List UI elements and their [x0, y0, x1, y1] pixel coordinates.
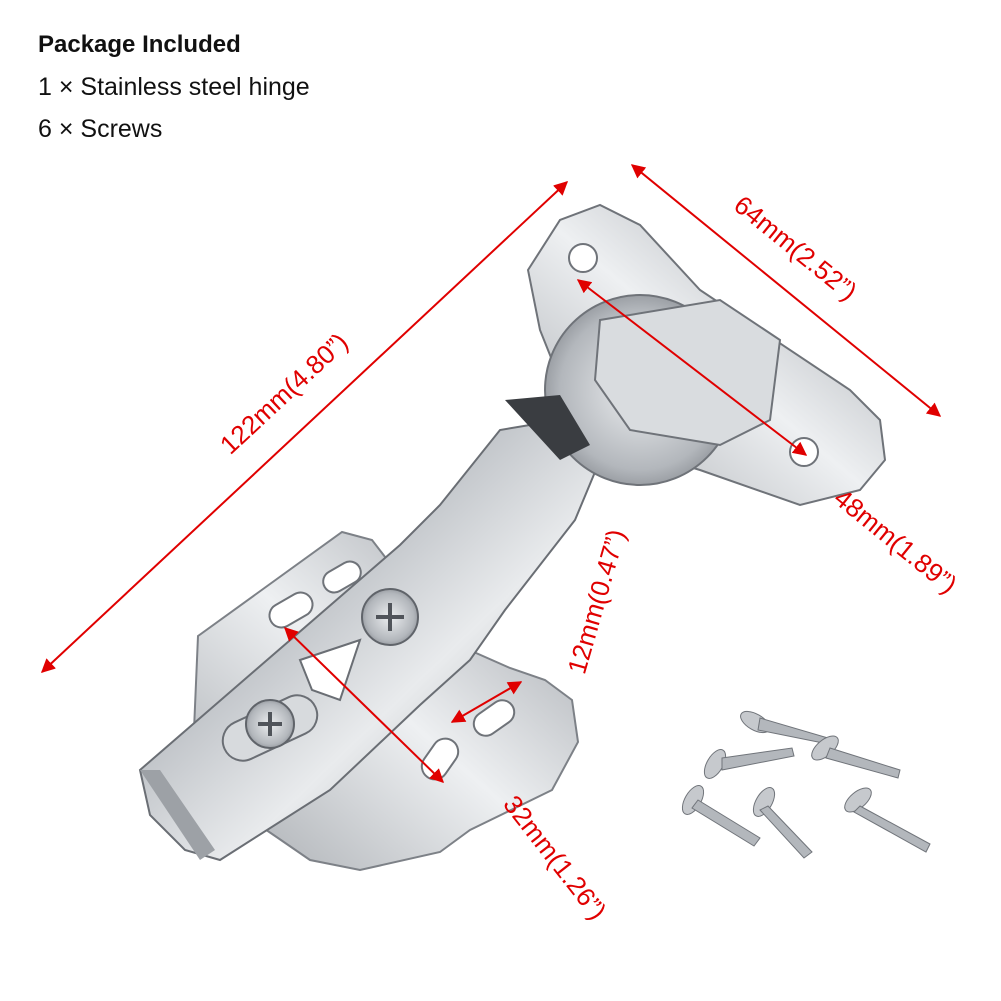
screws-set: [681, 710, 931, 859]
dim-label-length: 122mm(4.80”): [214, 327, 354, 460]
dimension-lines: [40, 164, 942, 783]
screw-icon: [811, 735, 901, 779]
dim-label-plate-holes: 32mm(1.26”): [497, 790, 612, 926]
screw-icon: [844, 787, 931, 853]
screw-icon: [703, 747, 795, 779]
dim-line-plate-holes: [283, 627, 445, 783]
dim-label-adjust: 12mm(0.47”): [561, 526, 631, 677]
package-item-hinge: 1 × Stainless steel hinge: [38, 73, 310, 101]
package-title: Package Included: [38, 31, 241, 58]
dim-label-width: 64mm(2.52”): [728, 190, 863, 307]
screw-icon: [752, 787, 813, 859]
dim-line-adjust: [450, 681, 523, 723]
package-item-screws: 6 × Screws: [38, 115, 163, 143]
screw-icon: [681, 785, 761, 847]
dim-label-cup-holes: 48mm(1.89”): [828, 483, 963, 600]
dim-line-cup-holes: [576, 279, 808, 456]
dim-line-length: [40, 181, 569, 673]
screw-icon: [740, 710, 829, 745]
